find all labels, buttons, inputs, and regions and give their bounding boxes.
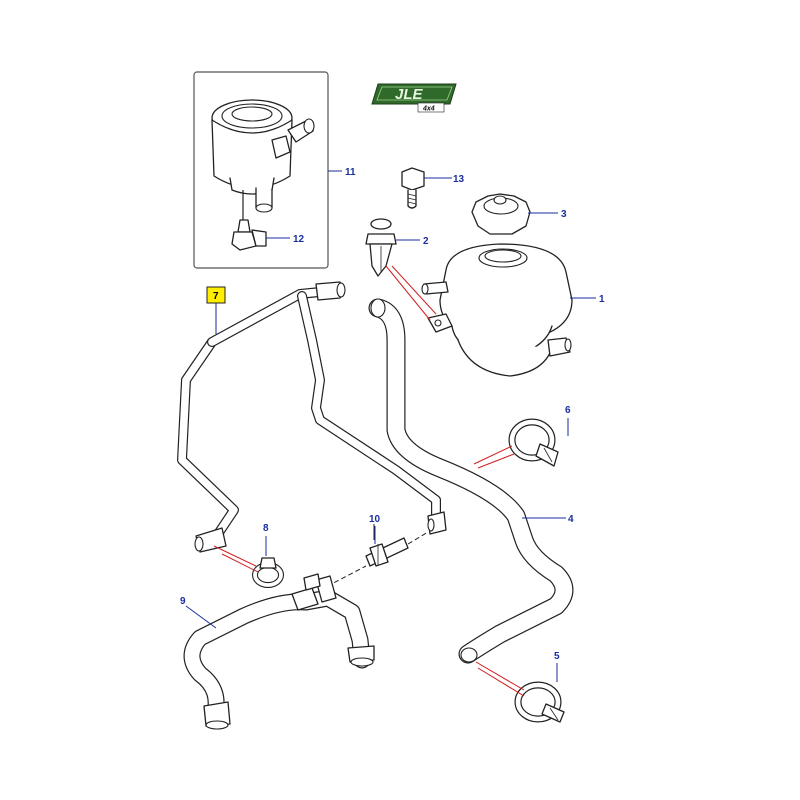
expansion-tank <box>421 243 573 377</box>
logo-subtext: 4x4 <box>422 106 435 113</box>
coolant-level-sensor <box>231 219 267 251</box>
callout-10: 10 <box>369 514 381 525</box>
callout-7: 7 <box>213 291 219 302</box>
callout-7-highlight <box>206 286 226 304</box>
hose-clamp-small <box>252 557 284 588</box>
callout-5: 5 <box>554 651 560 662</box>
logo-text: JLE <box>395 86 424 103</box>
callout-12: 12 <box>293 234 305 245</box>
push-rivet-clip <box>365 218 397 277</box>
callout-11: 11 <box>345 167 356 178</box>
coolant-hose-main <box>368 298 574 664</box>
brand-logo: JLE 4x4 <box>371 83 457 113</box>
hose-clamp-lower <box>514 681 565 723</box>
callout-2: 2 <box>423 236 429 247</box>
bolt <box>401 167 425 209</box>
callout-leader-lines <box>185 170 596 682</box>
callout-9: 9 <box>180 596 186 607</box>
red-pointer-lines <box>213 265 525 697</box>
callout-6: 6 <box>565 405 571 416</box>
callout-8: 8 <box>263 523 269 534</box>
expansion-tank-cap <box>471 193 531 235</box>
pipe-connector <box>319 524 429 591</box>
hose-clamp-large <box>508 418 559 467</box>
coolant-hose-lower <box>183 573 375 730</box>
callouts: 11 12 13 3 2 1 6 4 5 8 10 9 7 <box>180 167 605 662</box>
callout-13: 13 <box>453 174 465 185</box>
bleed-pipe-assembly <box>177 281 447 553</box>
callout-4: 4 <box>568 514 574 525</box>
callout-3: 3 <box>561 209 567 220</box>
coolant-filter-housing <box>211 99 315 220</box>
callout-1: 1 <box>599 294 605 305</box>
